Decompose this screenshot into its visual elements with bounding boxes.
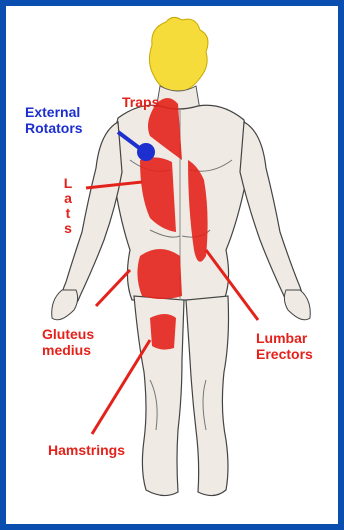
label-lats: L a t s	[62, 176, 74, 236]
label-traps: Traps	[122, 94, 159, 110]
left-hand	[52, 290, 78, 320]
label-lumbar-erectors: Lumbar Erectors	[256, 330, 313, 362]
label-gluteus-medius: Gluteus medius	[42, 326, 94, 358]
external-rotators-marker	[137, 143, 155, 161]
hamstrings-muscle	[150, 314, 176, 350]
right-leg	[186, 296, 229, 496]
label-hamstrings: Hamstrings	[48, 442, 125, 458]
right-arm	[240, 122, 303, 312]
hair	[149, 17, 208, 92]
gluteus-medius-muscle	[137, 249, 182, 299]
right-hand	[284, 290, 310, 320]
hamstrings-pointer	[92, 340, 150, 434]
label-external-rotators: External Rotators	[25, 104, 83, 136]
gluteus-medius-pointer	[96, 270, 130, 306]
